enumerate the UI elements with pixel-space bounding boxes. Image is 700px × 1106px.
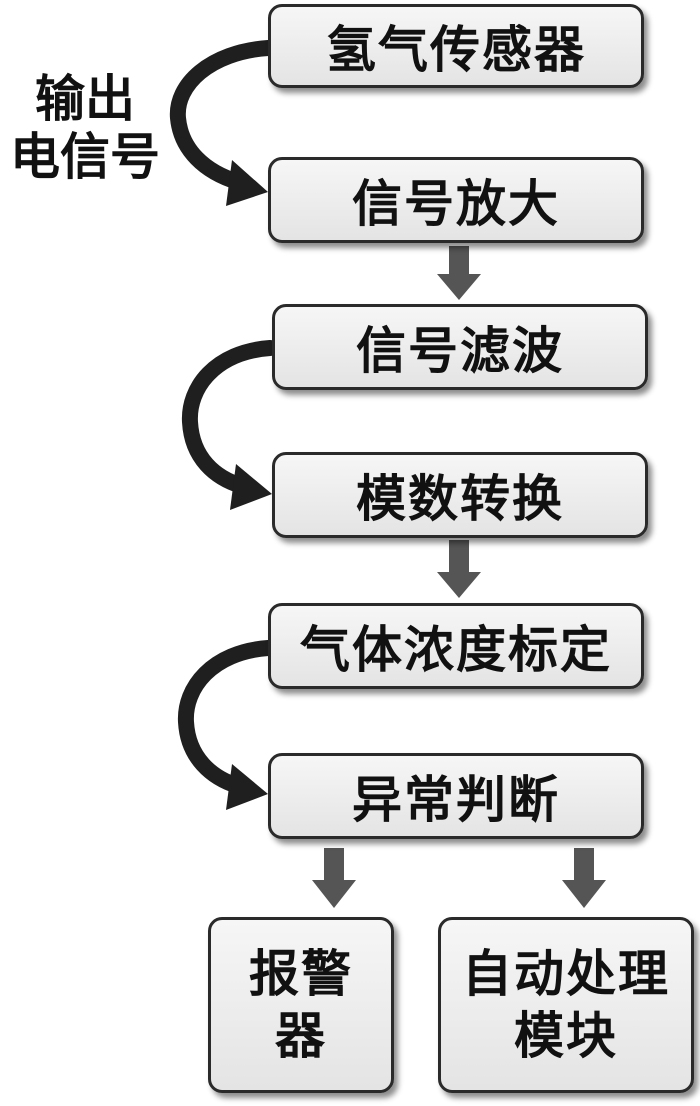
node-alarm: 报警器 bbox=[208, 917, 394, 1093]
node-hydrogen-sensor: 氢气传感器 bbox=[268, 4, 644, 88]
output-signal-label: 输出 电信号 bbox=[0, 70, 170, 186]
node-anomaly-judgment: 异常判断 bbox=[268, 753, 644, 839]
curved-arrow-sensor-to-amplify bbox=[169, 40, 276, 206]
output-signal-label-line2: 电信号 bbox=[10, 128, 160, 186]
arrow-anomaly-to-auto-processing bbox=[562, 848, 606, 908]
output-signal-label-line1: 输出 bbox=[35, 70, 135, 128]
node-signal-amplification: 信号放大 bbox=[268, 157, 644, 243]
arrow-ad-to-calibration bbox=[437, 540, 481, 598]
node-ad-conversion: 模数转换 bbox=[272, 452, 648, 538]
node-concentration-calibration: 气体浓度标定 bbox=[268, 603, 644, 689]
node-auto-processing: 自动处理模块 bbox=[438, 917, 694, 1093]
arrow-anomaly-to-alarm bbox=[312, 848, 356, 908]
curved-arrow-filter-to-ad bbox=[181, 340, 278, 510]
curved-arrow-calibration-to-anomaly bbox=[177, 640, 276, 810]
node-signal-filtering: 信号滤波 bbox=[272, 304, 648, 390]
arrow-amplify-to-filter bbox=[437, 246, 481, 300]
